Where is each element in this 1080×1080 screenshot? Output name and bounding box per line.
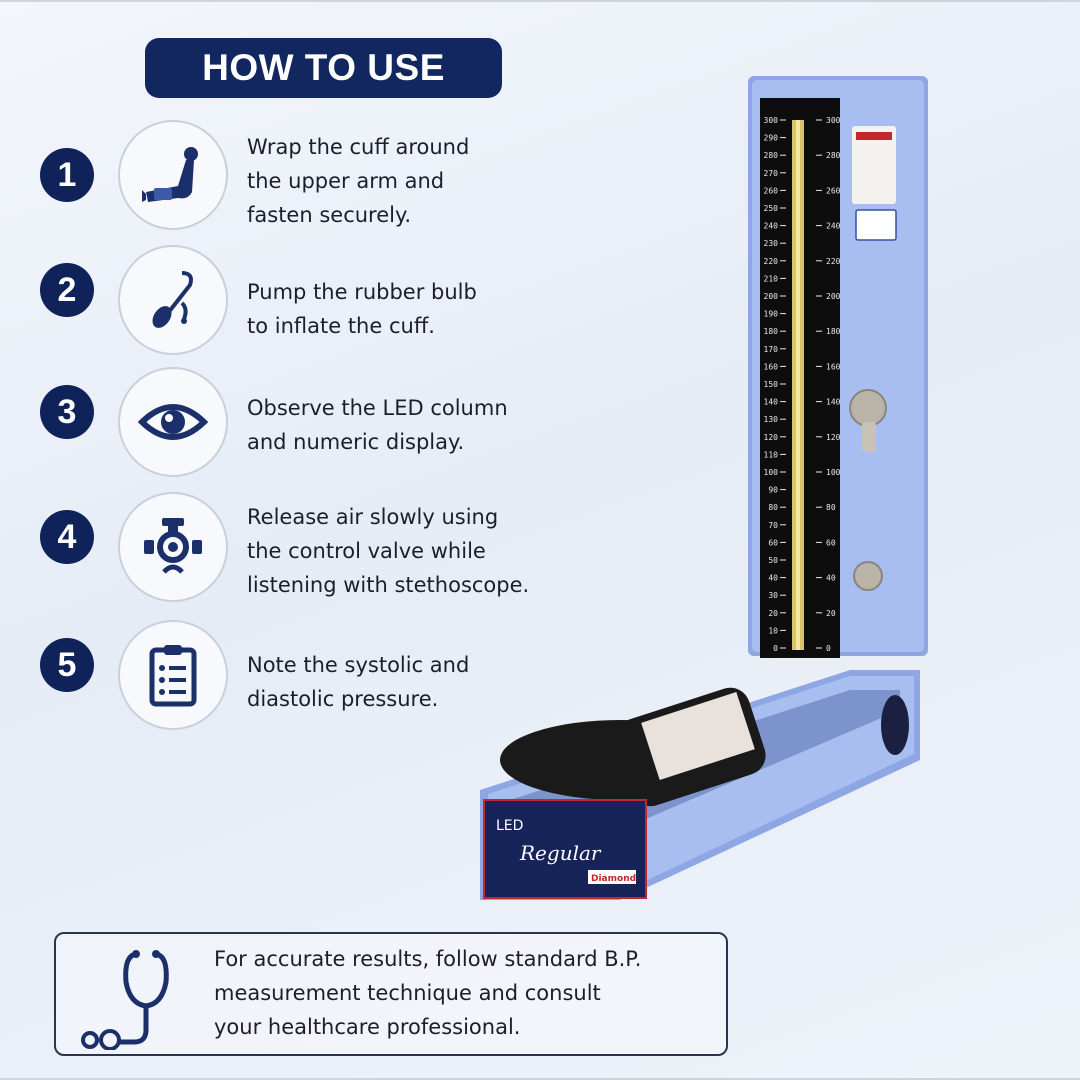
scale-tick-label: 200 [764,292,779,301]
rubber-bulb-icon [152,271,193,328]
scale-tick-label: 300 [764,116,779,125]
clipboard-icon [149,645,197,707]
scale-tick-label: 230 [764,239,779,248]
step-text: Pump the rubber bulb to inflate the cuff… [247,280,477,338]
control-valve-icon [144,518,202,574]
eye-icon [138,404,208,440]
scale-tick-label: 90 [768,486,778,495]
scale-tick-label: 110 [764,450,779,459]
title-banner: HOW TO USE [145,38,502,98]
scale-tick-label: 100 [764,468,779,477]
scale-tick-label: 30 [768,591,778,600]
scale-tick-label: 180 [764,327,779,336]
scale-tick-label: 300 [826,116,841,125]
step-icon-circle [118,620,228,730]
step-icon-circle [118,492,228,602]
info-sticker [855,209,897,241]
scale-left-ticks: 3002902802702602502402302202102001901801… [764,116,786,653]
note-text: For accurate results, follow standard B.… [214,947,642,1039]
step-4: 4 Release air slowly using the control v… [0,492,600,602]
step-text: Release air slowly using the control val… [247,505,530,597]
scale-tick-label: 220 [826,257,841,266]
stethoscope-icon [81,950,169,1050]
scale-tick-label: 20 [768,609,778,618]
step-3: 3 Observe the LED column and numeric dis… [0,367,600,477]
scale-tick-label: 0 [826,644,831,653]
scale-tick-label: 280 [826,151,841,160]
scale-tick-label: 20 [826,609,836,618]
lock-knob[interactable] [849,389,887,427]
step-number: 3 [40,385,94,439]
scale-tick-label: 210 [764,274,779,283]
scale-tick-label: 140 [764,398,779,407]
scale-tick-label: 240 [826,222,841,231]
advice-note: For accurate results, follow standard B.… [54,932,728,1056]
scale-tick-label: 40 [768,574,778,583]
step-2: 2 Pump the rubber bulb to inflate the cu… [0,245,600,355]
step-icon-circle [118,367,228,477]
scale-tick-label: 260 [764,186,779,195]
front-label-led: LED [496,818,523,834]
scale-tick-label: 280 [764,151,779,160]
step-text: Wrap the cuff around the upper arm and f… [247,135,470,227]
scale-tick-label: 0 [773,644,778,653]
step-number: 2 [40,263,94,317]
scale-tick-label: 270 [764,169,779,178]
scale-tick-label: 40 [826,574,836,583]
scale-tick-label: 60 [826,538,836,547]
tube-port [881,695,909,755]
step-1: 1 Wrap the cuff around the upper arm and… [0,120,600,230]
scale-tick-label: 70 [768,521,778,530]
scale-tick-label: 250 [764,204,779,213]
scale-tick-label: 240 [764,222,779,231]
scale-tick-label: 140 [826,398,841,407]
scale-tick-label: 260 [826,186,841,195]
step-text: Observe the LED column and numeric displ… [247,396,508,454]
scale-tick-label: 290 [764,134,779,143]
step-icon-circle [118,245,228,355]
scale-tick-label: 130 [764,415,779,424]
scale-tick-label: 170 [764,345,779,354]
scale-tick-label: 80 [768,503,778,512]
step-5: 5 Note the systolic and diastolic pressu… [0,620,600,730]
front-label-brand: Diamond [591,874,636,884]
bp-monitor-device: 3002902802702602502402302202102001901801… [480,76,928,900]
scale-right-ticks: 3002802602402202001801601401201008060402… [816,116,841,653]
scale-tick-label: 60 [768,538,778,547]
scale-tick-label: 180 [826,327,841,336]
step-number: 4 [40,510,94,564]
scale-tick-label: 200 [826,292,841,301]
step-number: 5 [40,638,94,692]
scale-tick-label: 50 [768,556,778,565]
scale-tick-label: 220 [764,257,779,266]
scale-tick-label: 150 [764,380,779,389]
scale-tick-label: 80 [826,503,836,512]
scale-tick-label: 120 [826,433,841,442]
brand-label [852,126,896,204]
scale-tick-label: 100 [826,468,841,477]
front-label-script: Regular [519,841,602,865]
step-icon-circle [118,120,228,230]
step-text: Note the systolic and diastolic pressure… [247,653,470,711]
reservoir-knob[interactable] [853,561,883,591]
cuff-label [641,692,755,780]
scale-tick-label: 120 [764,433,779,442]
step-number: 1 [40,148,94,202]
page-title: HOW TO USE [202,47,445,88]
scale-tick-label: 190 [764,310,779,319]
scale-tick-label: 160 [764,362,779,371]
scale-tick-label: 10 [768,626,778,635]
scale-tick-label: 160 [826,362,841,371]
arm-cuff-icon [142,147,198,202]
